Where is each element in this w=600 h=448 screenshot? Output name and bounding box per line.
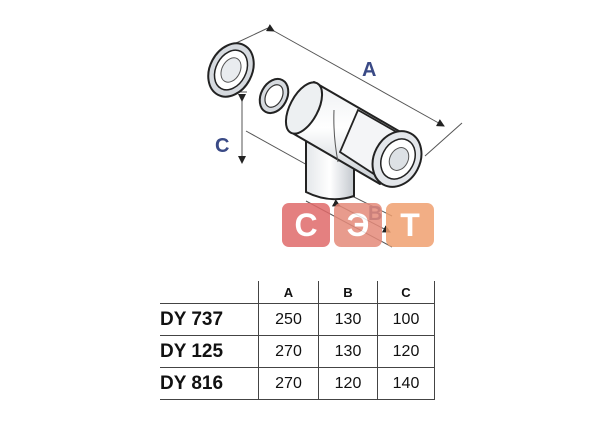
table-header-c: C: [377, 281, 435, 304]
model-name: DY 737: [160, 308, 224, 330]
value-a: 270: [258, 367, 319, 400]
value-c: 100: [377, 303, 435, 336]
value-a: 250: [258, 303, 319, 336]
pipe-ring-large: [207, 42, 255, 98]
table-header-a: A: [258, 281, 319, 304]
value-b: 130: [318, 303, 378, 336]
dimension-table: A B C DY 737 250 130 100 DY 125 270 130 …: [160, 281, 435, 400]
value-b: 130: [318, 335, 378, 368]
table-row: DY 816 270 120 140: [160, 367, 435, 400]
value-b: 120: [318, 367, 378, 400]
table-header-empty: [160, 281, 259, 304]
dimension-label-a: A: [362, 59, 376, 81]
tee-body: [284, 81, 423, 201]
tee-pipe-diagram: A C B: [207, 24, 463, 248]
watermark-tile-1: С: [282, 203, 330, 247]
value-c: 140: [377, 367, 435, 400]
table-header-row: A B C: [160, 281, 435, 304]
value-c: 120: [377, 335, 435, 368]
watermark-tile-3: Т: [386, 203, 434, 247]
pipe-ring-small: [258, 77, 290, 115]
model-name: DY 125: [160, 340, 224, 362]
table-row: DY 125 270 130 120: [160, 335, 435, 368]
value-a: 270: [258, 335, 319, 368]
table-header-b: B: [318, 281, 378, 304]
dimension-label-c: C: [215, 135, 229, 157]
watermark-tile-2: Э: [334, 203, 382, 247]
model-name: DY 816: [160, 372, 224, 394]
table-row: DY 737 250 130 100: [160, 303, 435, 336]
